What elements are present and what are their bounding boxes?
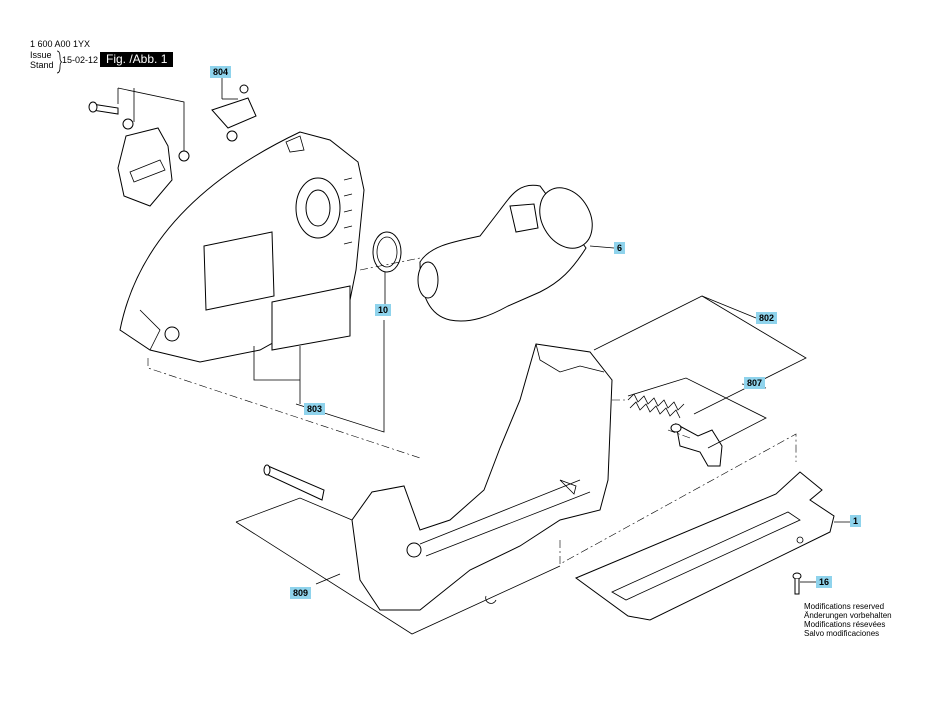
note-line: Änderungen vorbehalten (804, 611, 892, 620)
note-line: Salvo modificaciones (804, 629, 880, 638)
callout-6: 6 (614, 242, 626, 254)
callout-809: 809 (290, 587, 312, 599)
issue-date: 15-02-12 (62, 55, 99, 65)
issue-labels: Issue Stand (30, 50, 54, 70)
figure-label: Fig. /Abb. 1 (100, 52, 174, 67)
callout-802: 802 (756, 312, 778, 324)
note-line: Modifications reserved (804, 602, 885, 611)
leader-lines (235, 245, 852, 635)
issue-brace (56, 50, 63, 74)
base-plate-part (574, 471, 835, 621)
callout-16: 16 (816, 576, 833, 588)
stand-label: Stand (30, 60, 54, 70)
callout-803: 803 (304, 403, 326, 415)
leader-804 (117, 78, 238, 152)
callout-1: 1 (850, 515, 862, 527)
o-ring-part (372, 231, 402, 273)
base-housing (351, 343, 613, 611)
callout-807: 807 (744, 377, 766, 389)
issue-label: Issue (30, 50, 52, 60)
blade-guard-housing (119, 131, 365, 363)
callout-804: 804 (210, 66, 232, 78)
modification-notes: Modifications reserved Änderungen vorbeh… (804, 602, 892, 638)
spring-part (627, 393, 685, 419)
callout-10: 10 (375, 304, 392, 316)
alignment-lines (147, 257, 797, 565)
screw-part (88, 84, 257, 162)
dust-port-part (417, 184, 593, 322)
lever-part (670, 423, 723, 467)
document-number: 1 600 A00 1YX (30, 39, 91, 49)
pin-part (263, 464, 325, 501)
bracket-plate (117, 127, 173, 207)
note-line: Modifications résevées (804, 620, 886, 629)
screw-16-part (792, 572, 802, 595)
